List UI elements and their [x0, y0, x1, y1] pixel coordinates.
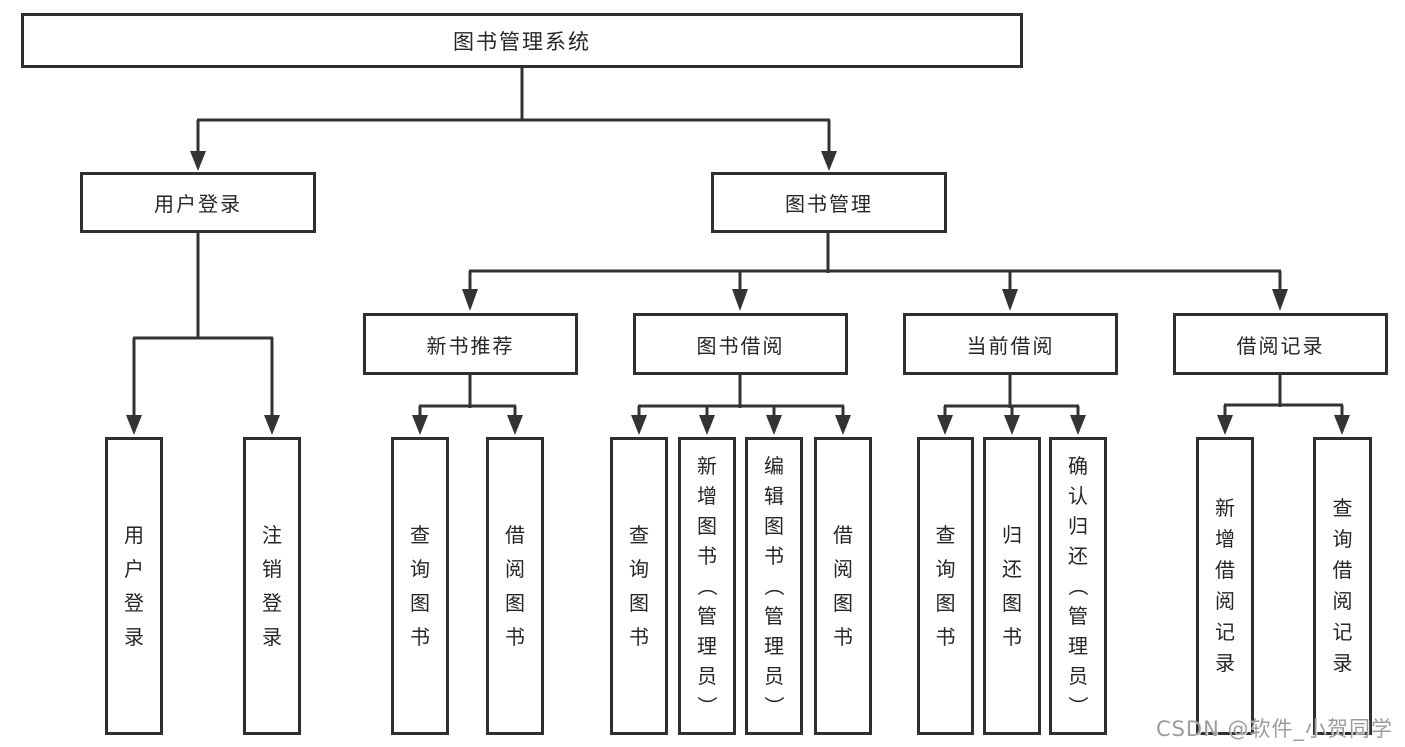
arrow-down-icon	[462, 289, 478, 311]
csdn-watermark: CSDN @软件_小贺同学	[1155, 717, 1393, 741]
arrow-down-icon	[1070, 415, 1086, 435]
node-library-management-system: 图书管理系统	[21, 13, 1023, 68]
arrow-down-icon	[190, 151, 206, 171]
node-query-books-borrowing: 查询图书	[610, 437, 668, 735]
node-borrow-books-recommend: 借阅图书	[486, 437, 544, 735]
node-user-login-branch: 用户登录	[80, 172, 316, 233]
arrow-down-icon	[732, 289, 748, 311]
node-logout: 注销登录	[243, 437, 301, 735]
arrow-down-icon	[631, 415, 647, 435]
arrow-down-icon	[1272, 289, 1288, 311]
node-new-book-recommendation: 新书推荐	[363, 313, 578, 375]
connector-borrowing-to-leaves	[631, 375, 851, 435]
connector-line	[943, 375, 1080, 417]
arrow-down-icon	[507, 415, 523, 435]
connector-user-login-to-leaves	[126, 233, 280, 435]
connector-line	[1223, 375, 1344, 417]
connector-line	[196, 68, 831, 153]
connector-line	[637, 375, 845, 417]
arrow-down-icon	[835, 415, 851, 435]
node-borrowing-records: 借阅记录	[1173, 313, 1388, 375]
node-query-books-recommend: 查询图书	[391, 437, 449, 735]
arrow-down-icon	[1334, 415, 1350, 435]
arrow-down-icon	[264, 415, 280, 435]
connector-line	[132, 233, 274, 417]
arrow-down-icon	[699, 415, 715, 435]
arrow-down-icon	[1004, 415, 1020, 435]
node-user-login-leaf: 用户登录	[105, 437, 163, 735]
arrow-down-icon	[126, 415, 142, 435]
connector-line	[468, 233, 1282, 291]
node-return-books: 归还图书	[983, 437, 1041, 735]
connector-current-to-leaves	[937, 375, 1086, 435]
arrow-down-icon	[766, 415, 782, 435]
node-query-borrow-record: 查询借阅记录	[1313, 437, 1372, 735]
node-borrow-books-leaf: 借阅图书	[814, 437, 872, 735]
node-book-management-branch: 图书管理	[711, 172, 947, 233]
connector-book-mgmt-to-groups	[462, 233, 1288, 311]
node-add-book-admin: 新增图书（管理员）	[678, 437, 736, 735]
node-query-books-current: 查询图书	[917, 437, 974, 735]
connector-root-to-branches	[190, 68, 837, 171]
arrow-down-icon	[412, 415, 428, 435]
arrow-down-icon	[1002, 289, 1018, 311]
connector-records-to-leaves	[1217, 375, 1350, 435]
arrow-down-icon	[937, 415, 953, 435]
arrow-down-icon	[1217, 415, 1233, 435]
node-edit-book-admin: 编辑图书（管理员）	[745, 437, 803, 735]
node-confirm-return-admin: 确认归还（管理员）	[1049, 437, 1107, 735]
connector-new-books-to-leaves	[412, 375, 523, 435]
connector-line	[418, 375, 517, 417]
arrow-down-icon	[821, 151, 837, 171]
node-current-borrowing: 当前借阅	[903, 313, 1118, 375]
node-book-borrowing: 图书借阅	[633, 313, 848, 375]
node-add-borrow-record: 新增借阅记录	[1196, 437, 1254, 735]
